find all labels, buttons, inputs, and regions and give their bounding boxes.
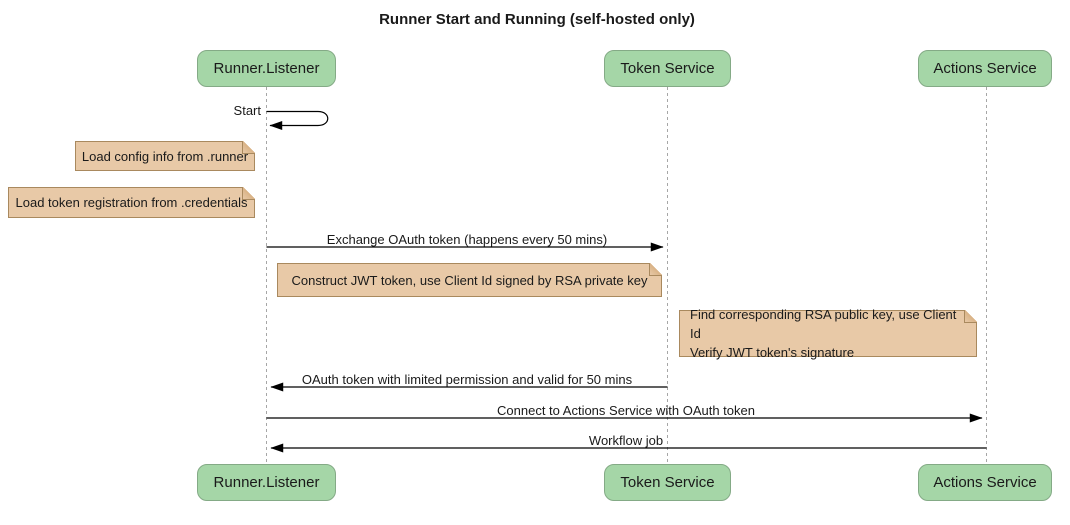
note-construct-jwt: Construct JWT token, use Client Id signe… <box>277 263 662 297</box>
note-construct-jwt-text: Construct JWT token, use Client Id signe… <box>291 272 648 288</box>
participant-runner-listener-bottom: Runner.Listener <box>197 464 336 501</box>
message-label-oauth-return: OAuth token with limited permission and … <box>301 372 633 387</box>
message-label-workflow: Workflow job <box>588 433 664 448</box>
note-fold-icon <box>649 263 662 276</box>
note-find-rsa-line2: Verify JWT token's signature <box>690 345 855 360</box>
note-load-token-registration: Load token registration from .credential… <box>8 187 255 218</box>
self-message-arrow <box>266 110 329 130</box>
note-fold-icon <box>964 310 977 323</box>
participant-token-service-bottom: Token Service <box>604 464 731 501</box>
participant-runner-listener-top: Runner.Listener <box>197 50 336 87</box>
note-load-config: Load config info from .runner <box>75 141 255 171</box>
note-find-rsa: Find corresponding RSA public key, use C… <box>679 307 977 360</box>
note-fold-icon <box>242 187 255 200</box>
message-label-start: Start <box>233 103 261 118</box>
participant-token-service-top: Token Service <box>604 50 731 87</box>
message-label-connect: Connect to Actions Service with OAuth to… <box>497 403 755 418</box>
participant-actions-service-bottom: Actions Service <box>918 464 1052 501</box>
note-find-rsa-line1: Find corresponding RSA public key, use C… <box>690 307 957 341</box>
message-label-exchange: Exchange OAuth token (happens every 50 m… <box>326 232 608 247</box>
note-load-config-text: Load config info from .runner <box>81 148 249 164</box>
note-load-token-registration-text: Load token registration from .credential… <box>15 195 248 210</box>
diagram-title: Runner Start and Running (self-hosted on… <box>379 11 695 28</box>
participant-actions-service-top: Actions Service <box>918 50 1052 87</box>
note-fold-icon <box>242 141 255 154</box>
